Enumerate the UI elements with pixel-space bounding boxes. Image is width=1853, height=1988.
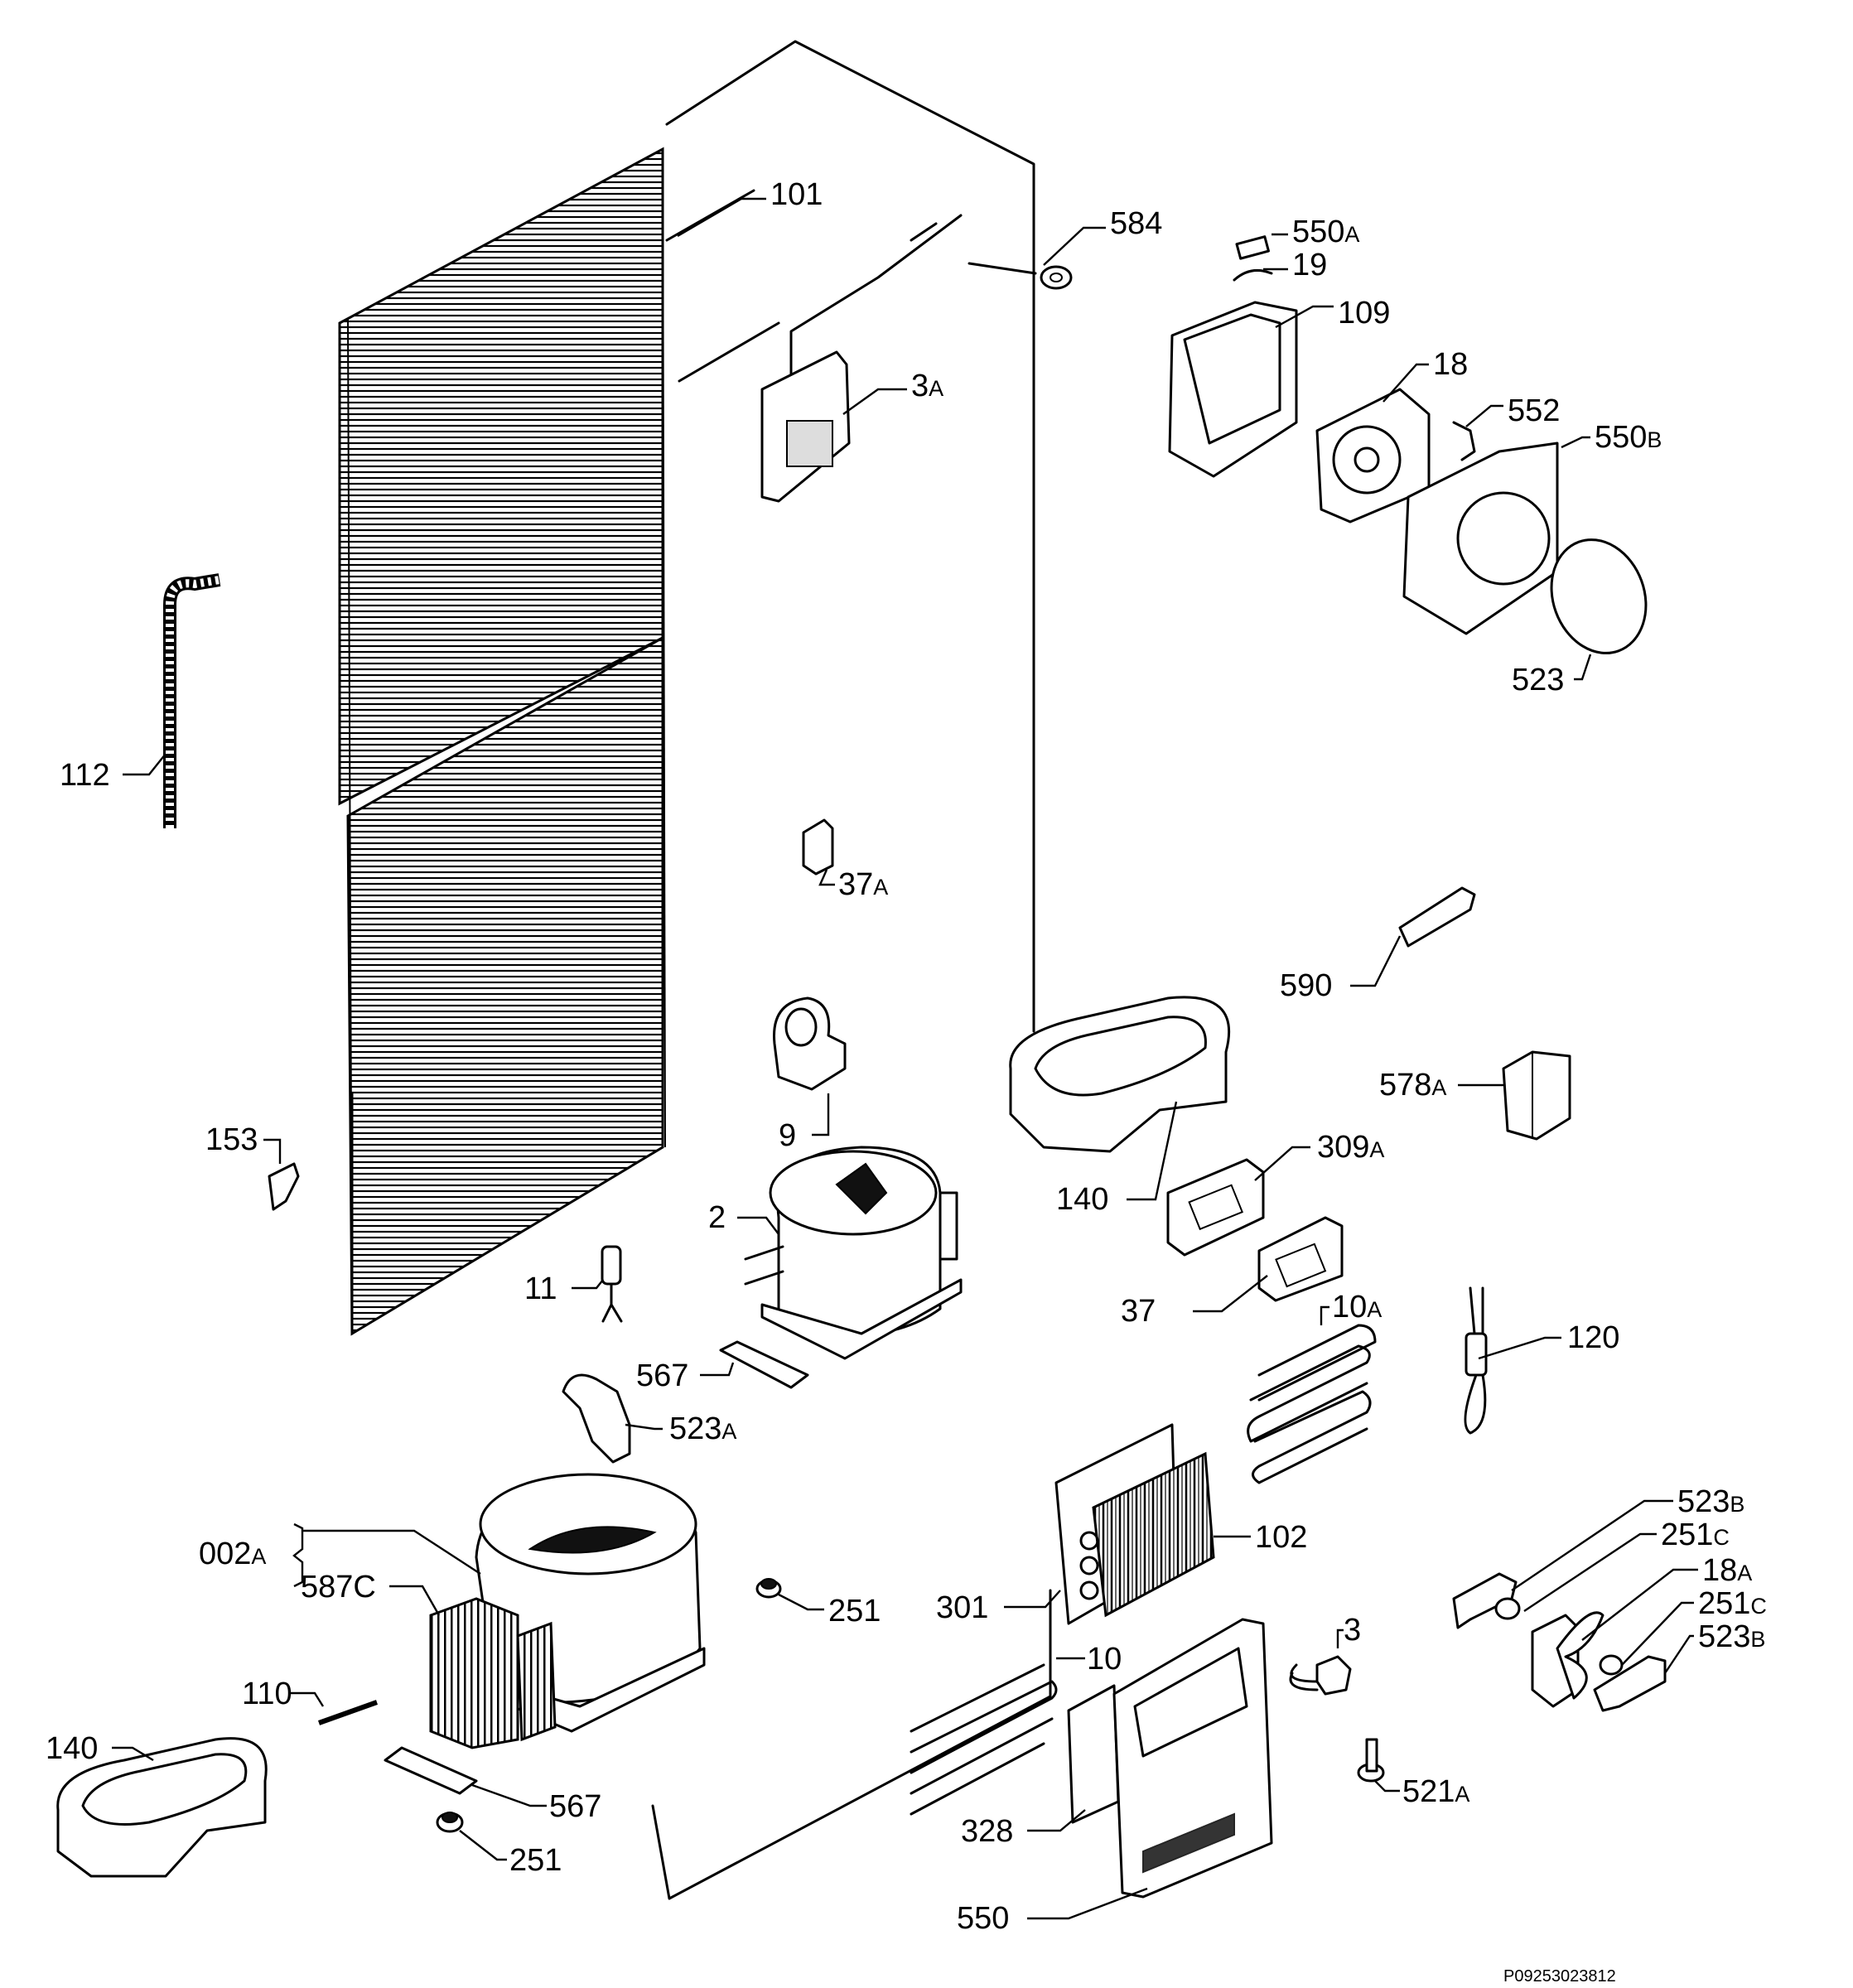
- cover-578a: [1502, 1050, 1571, 1141]
- callout-309a: 309A: [1317, 1130, 1384, 1165]
- callout-328: 328: [961, 1814, 1013, 1849]
- callout-110: 110: [242, 1677, 292, 1711]
- pin-110: [317, 1700, 379, 1725]
- callout-112: 112: [60, 758, 110, 793]
- callout-567-upper: 567: [636, 1358, 688, 1393]
- panel-550: [1112, 1618, 1273, 1899]
- thermostat-capillary: [760, 214, 963, 503]
- callout-37: 37: [1121, 1294, 1156, 1329]
- callout-523b-lower: 523B: [1698, 1619, 1765, 1654]
- bracket-590: [1398, 886, 1476, 948]
- bracket-523b-lower: [1593, 1655, 1667, 1712]
- callout-18a: 18A: [1702, 1553, 1752, 1588]
- clamp-9: [773, 996, 847, 1091]
- callout-587c: 587C: [301, 1570, 376, 1604]
- heater-10a: [1247, 1324, 1377, 1484]
- callout-19: 19: [1292, 248, 1327, 282]
- drier-11: [601, 1245, 623, 1323]
- screw-521a: [1357, 1738, 1385, 1783]
- callout-521a: 521A: [1402, 1774, 1469, 1809]
- grommet-251-upper: [755, 1578, 782, 1599]
- callout-10a: 10A: [1332, 1290, 1382, 1325]
- grommet-251c-lower: [1599, 1654, 1624, 1676]
- callout-523b-upper: 523B: [1677, 1484, 1744, 1519]
- callout-9: 9: [779, 1118, 796, 1153]
- leader-lines: [112, 197, 1698, 1920]
- callout-2: 2: [708, 1200, 726, 1235]
- compressor-tray-upper: [1009, 996, 1231, 1153]
- callout-590: 590: [1280, 968, 1332, 1003]
- evaporator-301: [1054, 1423, 1215, 1625]
- callout-550b: 550B: [1595, 420, 1662, 455]
- sensor-clip-584: [968, 262, 1073, 290]
- sensor-120: [1464, 1286, 1488, 1435]
- compressor-2: [744, 1146, 963, 1360]
- cover-328: [1067, 1684, 1120, 1824]
- callout-109: 109: [1338, 296, 1390, 331]
- callout-11: 11: [524, 1271, 557, 1306]
- callout-3: 3: [1344, 1613, 1361, 1648]
- condenser-coil: [338, 147, 666, 1336]
- callout-523: 523: [1512, 663, 1564, 697]
- callout-523a: 523A: [669, 1411, 736, 1446]
- callout-251c-lower: 251C: [1698, 1586, 1767, 1621]
- pad-567-lower: [384, 1746, 478, 1795]
- callout-552: 552: [1508, 393, 1560, 428]
- callout-101: 101: [770, 177, 823, 212]
- callout-567-lower: 567: [549, 1789, 601, 1824]
- reference-code: P09253023812: [1503, 1967, 1616, 1986]
- relay-37: [1257, 1216, 1344, 1302]
- callout-140-lower: 140: [46, 1731, 98, 1766]
- callout-140-upper: 140: [1056, 1182, 1108, 1217]
- bracket-523a: [562, 1373, 631, 1464]
- fan-motor-18a: [1531, 1611, 1604, 1708]
- callout-584: 584: [1110, 206, 1162, 241]
- callout-251-upper: 251: [828, 1594, 881, 1629]
- drain-hose-112: [163, 573, 221, 828]
- callout-3a: 3A: [911, 369, 943, 403]
- grommet-251-lower: [436, 1812, 464, 1833]
- cabinet-outline: [651, 40, 1052, 1900]
- callout-550: 550: [957, 1901, 1009, 1936]
- clip-37a: [802, 818, 834, 876]
- heatsink-587c: [429, 1597, 557, 1749]
- callout-251-lower: 251: [509, 1843, 562, 1878]
- callout-10: 10: [1087, 1642, 1122, 1677]
- callout-301: 301: [936, 1590, 988, 1625]
- callout-37a: 37A: [838, 867, 888, 902]
- callout-550a: 550A: [1292, 215, 1359, 249]
- callout-578a: 578A: [1379, 1068, 1446, 1103]
- callout-002a: 002A: [199, 1537, 266, 1571]
- grommet-251c-upper: [1494, 1597, 1521, 1620]
- callout-18: 18: [1433, 347, 1468, 382]
- pad-567-upper: [719, 1340, 809, 1389]
- heater-10: [910, 1663, 1058, 1816]
- relay-module-309a: [1166, 1158, 1265, 1257]
- foot-153: [268, 1162, 300, 1211]
- compressor-tray-lower: [56, 1737, 268, 1878]
- callout-153: 153: [205, 1122, 258, 1157]
- callout-251c-upper: 251C: [1661, 1518, 1730, 1552]
- callout-102: 102: [1255, 1520, 1307, 1555]
- fan-assembly: [1168, 235, 1648, 654]
- callout-120: 120: [1567, 1320, 1619, 1355]
- relay-3: [1289, 1655, 1352, 1696]
